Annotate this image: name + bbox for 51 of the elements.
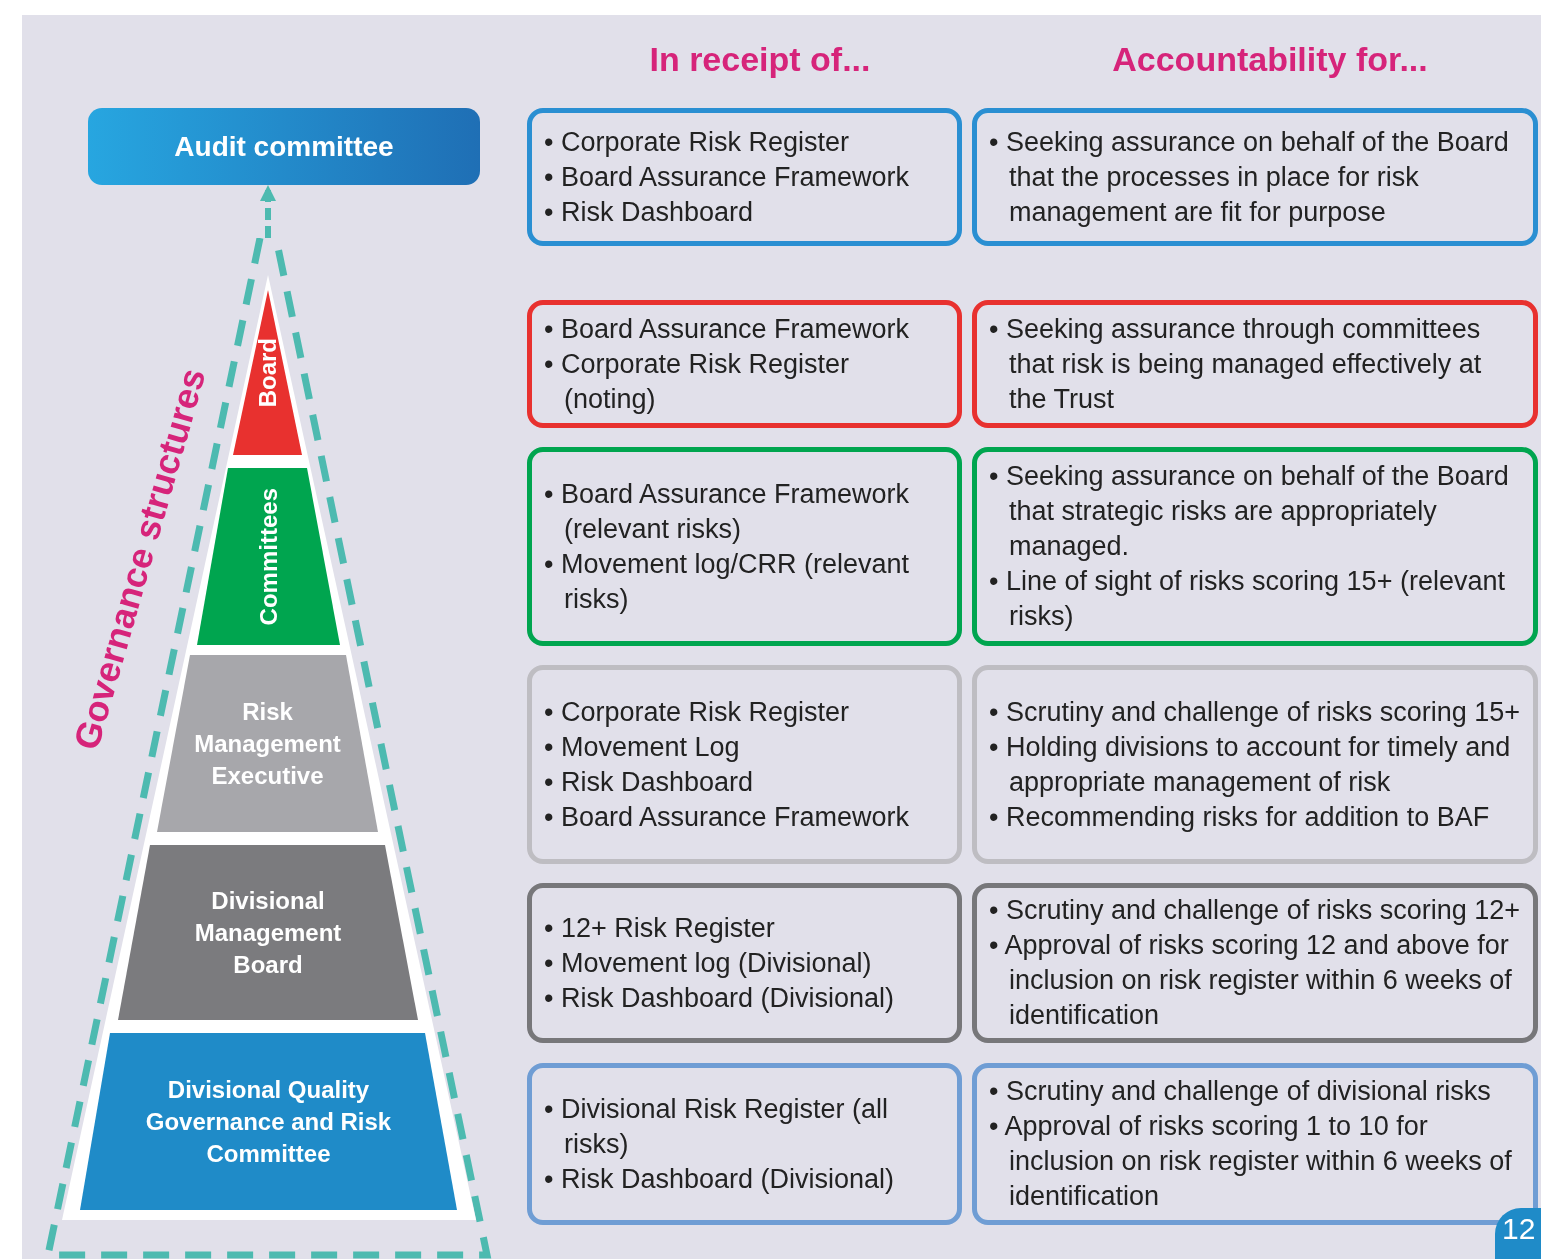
- info-box: [527, 447, 962, 646]
- info-box: [527, 1063, 962, 1225]
- tier-label: Committees: [253, 487, 283, 626]
- info-box: [972, 883, 1538, 1043]
- bullet-item: • Movement log/CRR (relevant risks): [544, 547, 911, 616]
- bullet-item: • Risk Dashboard: [544, 195, 755, 229]
- bullet-item: • Seeking assurance on behalf of the Board that the processes in place for risk management are fit for purpose: [989, 125, 1510, 229]
- info-box: [527, 108, 962, 246]
- pyramid-tier: [80, 1033, 457, 1210]
- bullet-item: • 12+ Risk Register: [544, 911, 776, 945]
- bullet-item: • Corporate Risk Register: [544, 125, 851, 159]
- info-box: [527, 665, 962, 864]
- bullet-item: • Recommending risks for addition to BAF: [989, 800, 1491, 834]
- info-box: [527, 300, 962, 428]
- bullet-item: • Divisional Risk Register (all risks): [544, 1092, 890, 1161]
- bullet-item: • Board Assurance Framework: [544, 160, 911, 194]
- bullet-item: • Scrutiny and challenge of risks scoring 12+: [989, 894, 1521, 927]
- tier-label: Risk Management Executive: [193, 696, 342, 791]
- pyramid-tier: [118, 845, 418, 1020]
- bullet-item: • Risk Dashboard (Divisional): [544, 1162, 896, 1196]
- arrow: [260, 185, 276, 238]
- info-box: [527, 883, 962, 1043]
- bullet-item: • Seeking assurance on behalf of the Board that strategic risks are appropriately managed.: [989, 460, 1510, 563]
- pyramid-tier: [233, 290, 302, 455]
- info-box: [972, 665, 1538, 864]
- bullet-item: • Risk Dashboard (Divisional): [544, 981, 896, 1015]
- bullet-item: • Holding divisions to account for timely and appropriate management of risk: [989, 730, 1512, 799]
- info-box: [972, 300, 1538, 428]
- column-heading: In receipt of...: [648, 40, 872, 80]
- bullet-item: • Risk Dashboard: [544, 765, 755, 799]
- tier-label: Board: [252, 337, 282, 408]
- committee-banner: Audit committee: [88, 108, 480, 185]
- bullet-item: • Board Assurance Framework (relevant risks): [544, 477, 911, 546]
- column-heading: Accountability for...: [1111, 40, 1429, 80]
- page-number: 12: [1495, 1208, 1541, 1259]
- bullet-item: • Corporate Risk Register: [544, 695, 851, 729]
- info-box: [972, 108, 1538, 246]
- bullet-item: • Scrutiny and challenge of divisional risks: [989, 1075, 1492, 1108]
- bullet-item: • Line of sight of risks scoring 15+ (relevant risks): [989, 565, 1506, 633]
- bullet-item: • Board Assurance Framework: [544, 800, 911, 834]
- tier-label: Divisional Management Board: [193, 885, 343, 980]
- tier-label: Divisional Quality Governance and Risk Committee: [144, 1074, 393, 1169]
- bullet-item: • Movement Log: [544, 730, 741, 764]
- bullet-item: • Approval of risks scoring 12 and above for inclusion on risk register within 6 weeks of identification: [989, 929, 1513, 1032]
- bullet-item: • Movement log (Divisional): [544, 946, 873, 980]
- bullet-item: • Board Assurance Framework: [544, 312, 911, 346]
- info-box: [972, 447, 1538, 646]
- pyramid-tier: [157, 655, 378, 832]
- bullet-item: • Scrutiny and challenge of risks scoring 15+: [989, 695, 1521, 729]
- bullet-item: • Seeking assurance through committees that risk is being managed effectively at the Trust: [989, 312, 1483, 416]
- bullet-item: • Corporate Risk Register (noting): [544, 347, 851, 416]
